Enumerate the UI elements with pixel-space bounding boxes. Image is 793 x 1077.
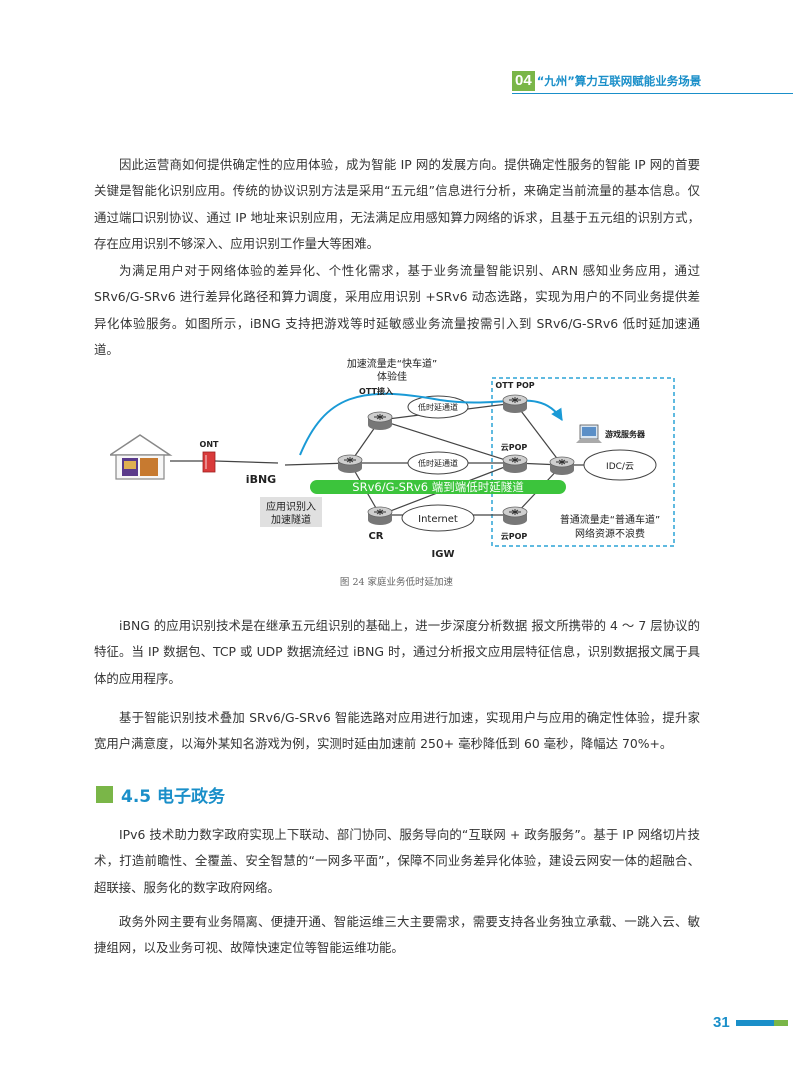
ott-access-label: OTT接入 [359,386,393,396]
router-ott-access [367,411,393,431]
cloud-pop-mid-label: 云POP [501,443,528,452]
paragraph-4: 基于智能识别技术叠加 SRv6/G-SRv6 智能选路对应用进行加速，实现用户与… [94,710,700,752]
page-footer: 31 [713,1014,788,1031]
footer-bar-green [773,1019,788,1026]
app-id-box [260,497,322,527]
fast-lane-label-line1: 加速流量走“快车道” [347,357,437,370]
paragraph-1: 因此运营商如何提供确定性的应用体验，成为智能 IP 网的发展方向。提供确定性服务… [94,157,700,251]
igw-label: IGW [432,549,455,560]
pop-dashed-box [491,377,675,547]
fast-lane-label-line2: 体验佳 [377,370,407,383]
page-number: 31 [713,1014,730,1031]
section-title: 4.5 电子政务 [121,787,226,807]
home-icon [107,434,173,480]
low-latency-mid-label: 低时延通道 [418,458,458,468]
section-marker [96,786,113,803]
low-latency-top-label: 低时延通道 [418,402,458,412]
router-cloud-pop-mid [502,454,528,474]
app-id-label-line2: 加速隧道 [271,513,311,526]
chapter-number: 04 [512,71,535,91]
fast-lane-path [299,392,563,456]
router-cloud-pop-bottom [502,506,528,526]
ont-label: ONT [200,440,219,449]
network-figure: SRv6/G-SRv6 端到端低时延隧道 ONT 加速流量走“快车道” 体验佳 … [107,355,690,560]
footer-bar-blue [735,1019,774,1026]
normal-lane-label-line1: 普通流量走“普通车道” [560,513,660,526]
normal-lane-label-line2: 网络资源不浪费 [575,527,645,540]
game-server-icon [576,424,602,443]
header-rule [512,93,793,94]
cloud-low-latency-mid [407,451,469,475]
cloud-idc [583,449,657,481]
app-id-label-line1: 应用识别入 [266,500,316,513]
ott-pop-label: OTT POP [495,381,534,390]
cr-label: CR [368,531,383,542]
section-heading: 4.5 电子政务 [96,782,225,807]
ibng-label: iBNG [246,473,276,486]
cloud-pop-bottom-label: 云POP [501,532,528,541]
running-header: 04 “九州”算力互联网赋能业务场景 [512,70,701,92]
idc-label: IDC/云 [606,462,634,472]
srv6-tunnel-label: SRv6/G-SRv6 端到端低时延隧道 [352,480,524,494]
paragraph-2: 为满足用户对于网络体验的差异化、个性化需求，基于业务流量智能识别、ARN 感知业… [94,263,700,357]
cloud-internet [401,504,475,532]
network-diagram: SRv6/G-SRv6 端到端低时延隧道 ONT 加速流量走“快车道” 体验佳 … [107,357,675,560]
chapter-title: “九州”算力互联网赋能业务场景 [536,74,702,88]
router-ott-pop [502,394,528,414]
game-server-label: 游戏服务器 [605,429,646,439]
paragraph-6: 政务外网主要有业务隔离、便捷开通、智能运维三大主要需求，需要支持各业务独立承载、… [94,914,700,956]
paragraph-3: iBNG 的应用识别技术是在继承五元组识别的基础上，进一步深度分析数据 报文所携… [94,618,700,686]
ont-device-icon [202,451,216,473]
srv6-tunnel-bar [310,480,566,494]
internet-label: Internet [418,514,458,525]
router-cr [367,506,393,526]
router-ibng [337,454,363,474]
paragraph-5: IPv6 技术助力数字政府实现上下联动、部门协同、服务导向的“互联网 + 政务服… [94,827,700,895]
router-idc-edge [549,456,575,476]
figure-caption: 图 24 家庭业务低时延加速 [339,577,454,588]
